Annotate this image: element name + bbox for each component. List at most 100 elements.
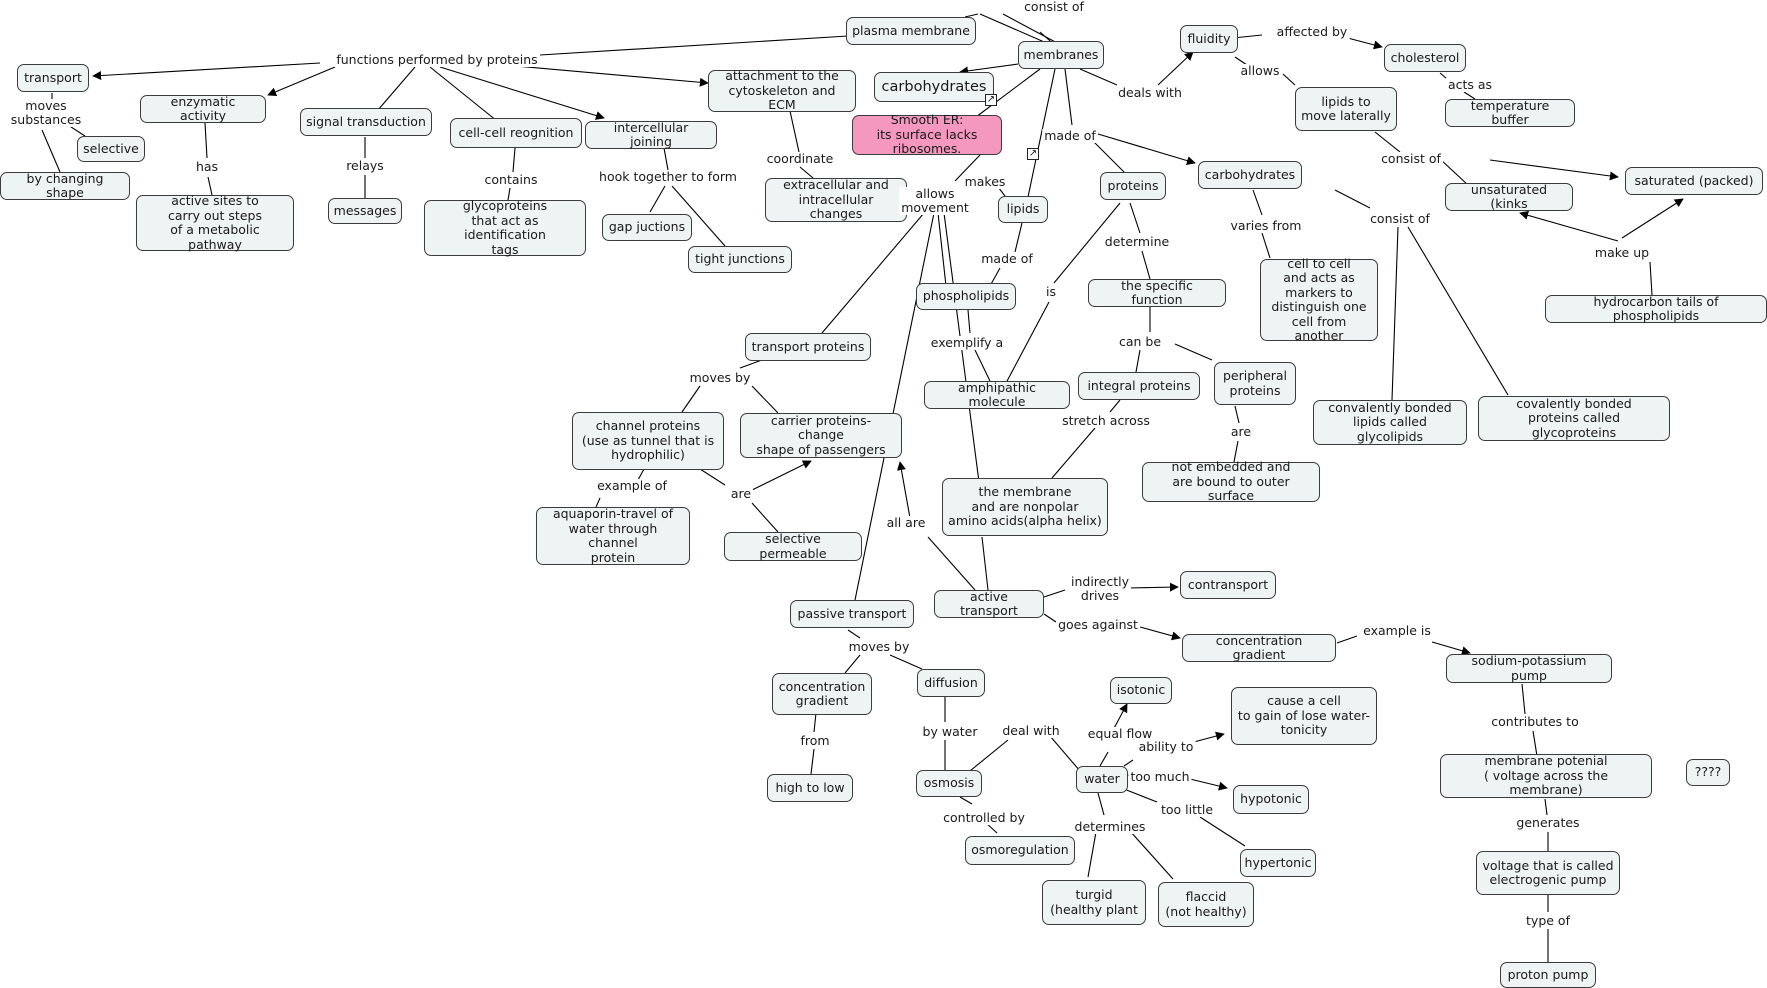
node-turgid[interactable]: turgid (healthy plant: [1042, 880, 1146, 925]
node-unsaturated[interactable]: unsaturated (kinks: [1445, 182, 1573, 211]
node-cause-a-cell[interactable]: cause a cell to gain of lose water- toni…: [1231, 687, 1377, 745]
node-diffusion[interactable]: diffusion: [917, 669, 985, 697]
node-cell-to-cell[interactable]: cell to cell and acts as markers to dist…: [1260, 256, 1378, 343]
node-high-to-low[interactable]: high to low: [767, 774, 853, 802]
node-fluidity[interactable]: fluidity: [1180, 25, 1238, 53]
node-aquaporin[interactable]: aquaporin-travel of water through channe…: [536, 506, 690, 565]
external-link-icon[interactable]: ↗: [985, 94, 997, 106]
link: [637, 468, 645, 481]
link: [1439, 158, 1469, 186]
node-intercellular-joining[interactable]: intercellular joining: [585, 120, 717, 149]
node-messages[interactable]: messages: [328, 198, 402, 224]
link-label: made of: [1042, 128, 1098, 143]
node-selective[interactable]: selective: [77, 136, 145, 162]
node-signal-transduction[interactable]: signal transduction: [300, 108, 432, 136]
node-integral-proteins[interactable]: integral proteins: [1078, 372, 1200, 400]
link: [1123, 759, 1134, 767]
link: [1189, 778, 1228, 791]
node-concentration-gradient-right[interactable]: concentration gradient: [1182, 633, 1336, 662]
node-smooth-er[interactable]: Smooth ER: its surface lacks ribosomes.: [852, 113, 1002, 156]
link: [1282, 73, 1296, 86]
node-membranes[interactable]: membranes: [1018, 41, 1104, 69]
external-link-icon[interactable]: ↗: [1027, 148, 1039, 160]
node-enzymatic-activity[interactable]: enzymatic activity: [140, 94, 266, 123]
node-proton-pump[interactable]: proton pump: [1500, 962, 1596, 988]
node-contransport[interactable]: contransport: [1180, 571, 1276, 599]
node-nonpolar-amino[interactable]: the membrane and are nonpolar amino acid…: [942, 478, 1108, 536]
node-tight-junctions[interactable]: tight junctions: [688, 246, 792, 273]
link-label: coordinate: [764, 151, 836, 166]
node-by-changing-shape[interactable]: by changing shape: [0, 171, 130, 200]
link-label: moves by: [687, 370, 753, 385]
link: [959, 796, 973, 805]
link: [937, 212, 947, 287]
link-label: deals with: [1116, 85, 1184, 100]
link: [813, 712, 817, 733]
node-cholesterol[interactable]: cholesterol: [1384, 44, 1466, 72]
node-glycoproteins[interactable]: covalently bonded proteins called glycop…: [1478, 396, 1670, 441]
node-lipids-laterally[interactable]: lipids to move laterally: [1295, 87, 1397, 131]
node-membrane-potential[interactable]: membrane potenial ( voltage across the m…: [1440, 754, 1652, 798]
link: [1014, 222, 1023, 253]
node-water[interactable]: water: [1076, 766, 1128, 793]
node-channel-proteins[interactable]: channel proteins (use as tunnel that is …: [572, 412, 724, 470]
node-lipids[interactable]: lipids: [998, 196, 1048, 223]
node-cell-cell-recognition[interactable]: cell-cell reognition: [450, 118, 582, 148]
node-glycolipids[interactable]: convalently bonded lipids called glycoli…: [1313, 400, 1467, 445]
node-glycoproteins-tags[interactable]: glycoproteins that act as identification…: [424, 198, 586, 256]
link: [844, 654, 861, 674]
node-extracellular-changes[interactable]: extracellular and intracellular changes: [765, 178, 907, 222]
link: [1234, 405, 1240, 424]
node-transport[interactable]: transport: [17, 64, 89, 92]
node-active-transport[interactable]: active transport: [934, 589, 1044, 618]
node-transport-proteins[interactable]: transport proteins: [745, 333, 871, 361]
node-question[interactable]: ????: [1686, 759, 1730, 786]
node-hypotonic[interactable]: hypotonic: [1233, 785, 1309, 814]
node-selective-permeable[interactable]: selective permeable: [724, 531, 862, 561]
node-amphipathic[interactable]: amphipathic molecule: [924, 380, 1070, 409]
node-sodium-potassium-pump[interactable]: sodium-potassium pump: [1446, 653, 1612, 683]
node-hydrocarbon-tails[interactable]: hydrocarbon tails of phospholipids: [1545, 294, 1767, 323]
link-label: consist of: [1379, 151, 1443, 166]
link: [1129, 830, 1174, 880]
link: [1407, 226, 1509, 396]
link: [41, 129, 61, 173]
node-osmoregulation[interactable]: osmoregulation: [965, 836, 1075, 865]
link: [1621, 198, 1684, 239]
node-attachment[interactable]: attachment to the cytoskeleton and ECM: [708, 69, 856, 112]
node-gap-junctions[interactable]: gap juctions: [602, 214, 692, 241]
link: [1139, 626, 1181, 641]
node-not-embedded[interactable]: not embedded and are bound to outer surf…: [1142, 460, 1320, 503]
node-saturated[interactable]: saturated (packed): [1625, 167, 1763, 195]
link-label: equal flow: [1085, 726, 1155, 741]
node-concentration-gradient-left[interactable]: concentration gradient: [772, 673, 872, 715]
node-voltage[interactable]: voltage that is called electrogenic pump: [1476, 851, 1620, 895]
node-osmosis[interactable]: osmosis: [916, 770, 982, 797]
link: [377, 66, 416, 111]
node-peripheral-proteins[interactable]: peripheral proteins: [1214, 362, 1296, 405]
node-active-sites[interactable]: active sites to carry out steps of a met…: [136, 193, 294, 251]
link: [207, 176, 213, 196]
node-passive-transport[interactable]: passive transport: [790, 600, 914, 628]
link: [1199, 816, 1246, 847]
node-carbohydrates-top[interactable]: carbohydrates: [874, 72, 994, 102]
link: [1043, 589, 1066, 598]
node-carbohydrates[interactable]: carbohydrates: [1198, 161, 1302, 189]
link-label: indirectly drives: [1068, 574, 1132, 603]
link: [749, 460, 812, 492]
node-specific-function[interactable]: the specific function: [1088, 278, 1226, 307]
link-label: affected by: [1274, 24, 1350, 39]
node-plasma-membrane[interactable]: plasma membrane: [846, 17, 976, 45]
node-temperature-buffer[interactable]: temperature buffer: [1445, 98, 1575, 127]
node-flaccid[interactable]: flaccid (not healthy): [1158, 882, 1254, 927]
link-label: are: [728, 486, 754, 501]
node-proteins[interactable]: proteins: [1100, 172, 1166, 200]
link: [1233, 440, 1239, 463]
node-carrier-proteins[interactable]: carrier proteins- change shape of passen…: [740, 413, 902, 458]
link: [847, 629, 861, 639]
link: [967, 309, 971, 334]
node-hypertonic[interactable]: hypertonic: [1240, 849, 1316, 877]
node-isotonic[interactable]: isotonic: [1110, 677, 1172, 704]
node-phospholipids[interactable]: phospholipids: [916, 283, 1016, 310]
link: [739, 359, 763, 369]
